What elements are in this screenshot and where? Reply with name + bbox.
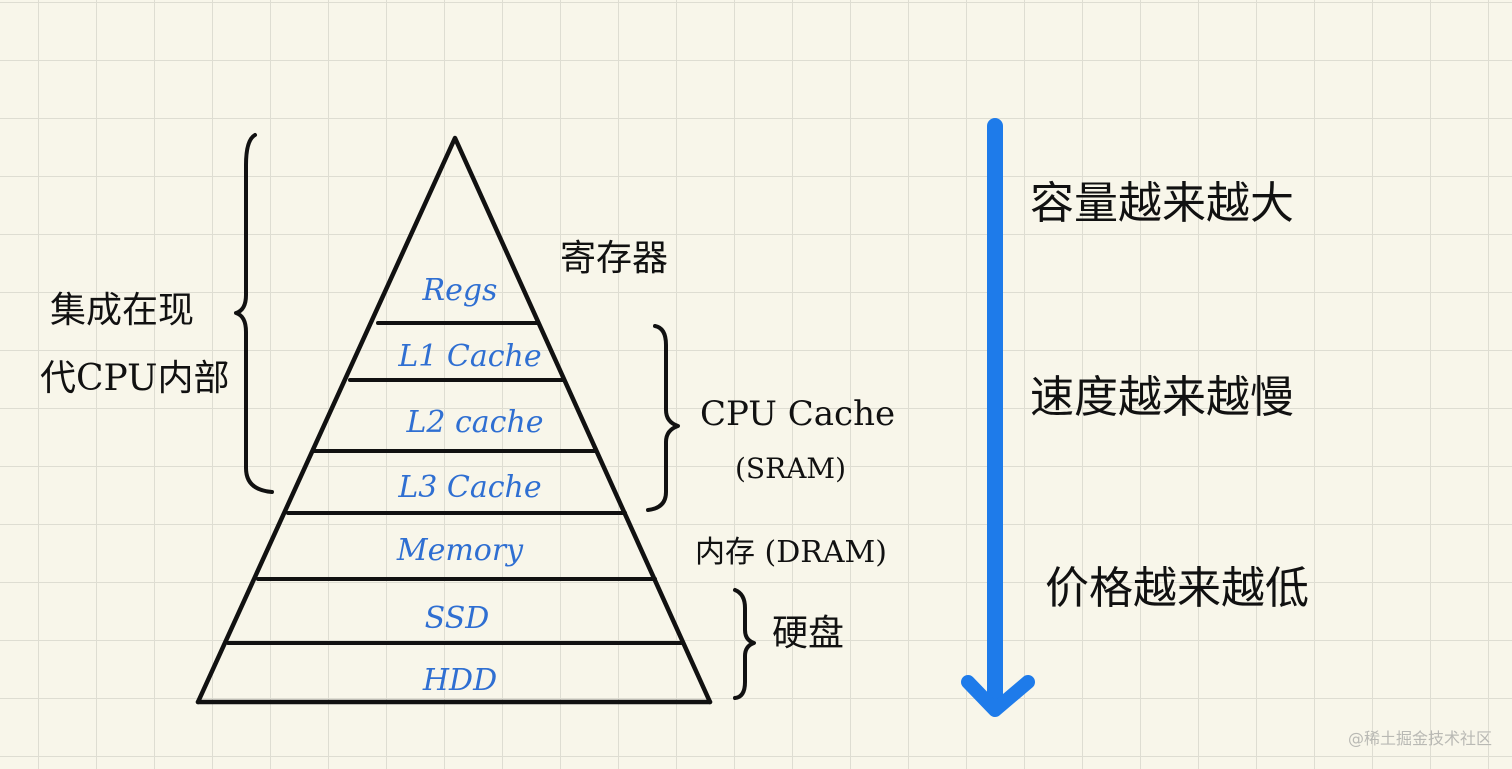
- disk-label: 硬盘: [772, 613, 844, 654]
- trend-speed-label: 速度越来越慢: [1030, 372, 1294, 423]
- memory-label: 内存 (DRAM): [695, 535, 887, 570]
- layer-label-ssd: SSD: [425, 601, 490, 636]
- cpu-cache-brace: [646, 324, 680, 512]
- layer-label-hdd: HDD: [422, 663, 497, 698]
- disk-brace: [733, 588, 756, 700]
- layer-label-l3-cache: L3 Cache: [397, 470, 541, 505]
- watermark: @稀土掘金技术社区: [1348, 729, 1492, 748]
- trend-capacity-label: 容量越来越大: [1030, 178, 1294, 229]
- layer-label-l1-cache: L1 Cache: [397, 339, 541, 374]
- trend-price-label: 价格越来越低: [1045, 563, 1309, 614]
- layer-label-memory: Memory: [396, 533, 524, 568]
- left-brace: [234, 133, 274, 494]
- cpu-internal-label-line1: 集成在现: [50, 290, 194, 331]
- registers-label: 寄存器: [560, 238, 668, 279]
- trend-arrow-head: [961, 675, 1035, 717]
- cpu-cache-label-line1: CPU Cache: [700, 394, 895, 434]
- cpu-cache-label-line2: (SRAM): [735, 452, 846, 485]
- cpu-internal-label-line2: 代CPU内部: [40, 358, 229, 399]
- layer-label-l2-cache: L2 cache: [405, 405, 543, 440]
- layer-label-regs: Regs: [422, 273, 498, 308]
